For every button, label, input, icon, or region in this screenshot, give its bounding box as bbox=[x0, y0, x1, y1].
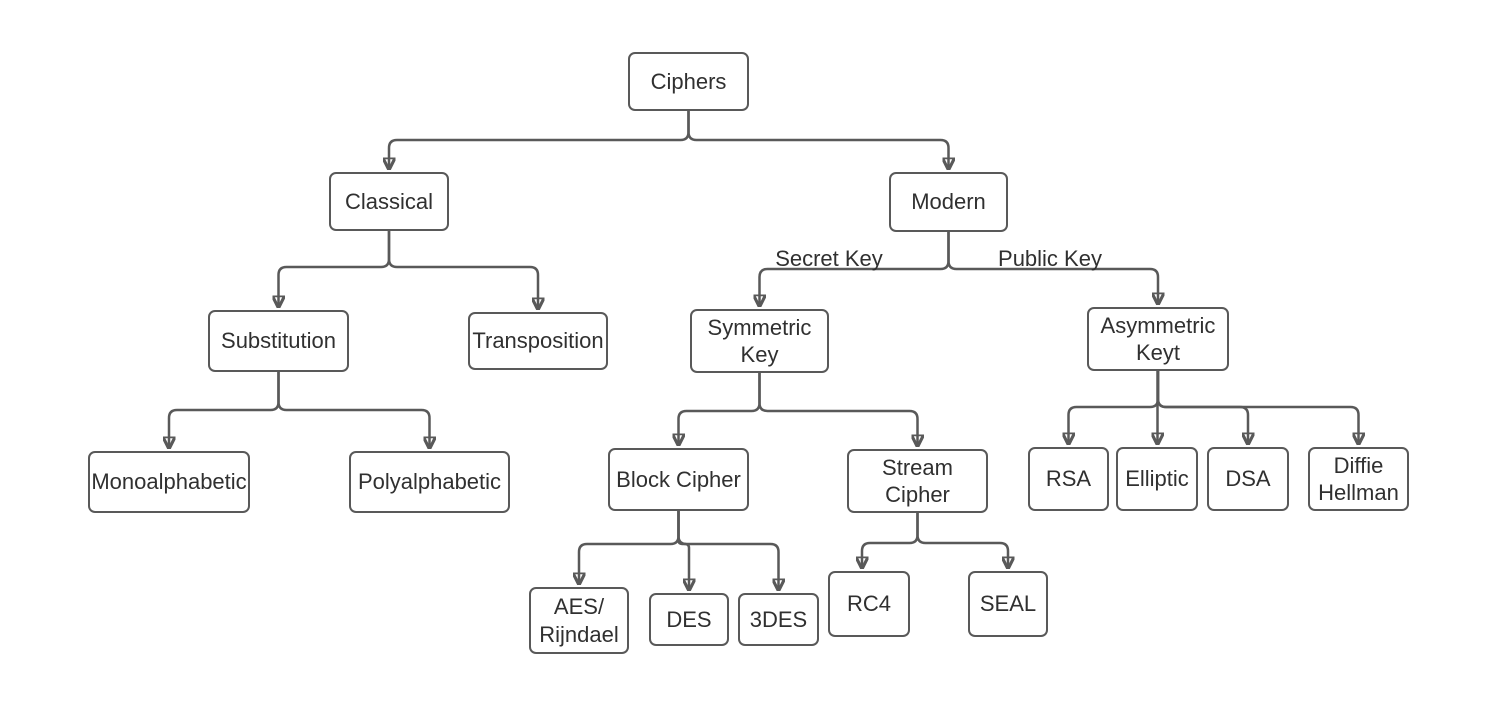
node-elliptic: Elliptic bbox=[1116, 447, 1198, 511]
node-des-label: DES bbox=[666, 606, 712, 632]
edge-classical-substitution bbox=[279, 231, 391, 305]
node-ciphers-label: Ciphers bbox=[650, 68, 727, 94]
node-diffie-hellman: Diffie Hellman bbox=[1308, 447, 1409, 511]
node-monoalphabetic: Monoalphabetic bbox=[88, 451, 250, 513]
node-stream-cipher: Stream Cipher bbox=[847, 449, 988, 513]
node-3des-label: 3DES bbox=[749, 606, 808, 632]
edge-ciphers-classical bbox=[389, 111, 690, 167]
node-rc4: RC4 bbox=[828, 571, 910, 637]
edge-label-secret-key: Secret Key bbox=[775, 246, 883, 271]
edge-symmetric-block-cipher bbox=[679, 373, 761, 443]
edge-stream-seal bbox=[916, 513, 1009, 566]
edge-substitution-monoalphabetic bbox=[169, 372, 280, 446]
node-modern-label: Modern bbox=[911, 189, 986, 215]
node-seal-label: SEAL bbox=[979, 591, 1037, 617]
edge-block-3des bbox=[677, 511, 779, 588]
edge-asymmetric-rsa bbox=[1069, 371, 1160, 442]
node-polyalphabetic: Polyalphabetic bbox=[349, 451, 510, 513]
node-dsa: DSA bbox=[1207, 447, 1289, 511]
node-substitution: Substitution bbox=[208, 310, 349, 372]
edge-block-aes-rijndael bbox=[579, 511, 680, 582]
node-asymmetric-keyt-label: Asymmetric Keyt bbox=[1100, 312, 1216, 366]
node-transposition: Transposition bbox=[468, 312, 608, 370]
node-monoalphabetic-label: Monoalphabetic bbox=[91, 469, 247, 495]
edge-ciphers-modern bbox=[687, 111, 949, 167]
node-classical-label: Classical bbox=[344, 188, 434, 214]
node-block-cipher: Block Cipher bbox=[608, 448, 749, 511]
node-seal: SEAL bbox=[968, 571, 1048, 637]
node-elliptic-label: Elliptic bbox=[1125, 466, 1189, 492]
edge-asymmetric-diffie-hellman bbox=[1156, 371, 1359, 442]
edge-modern-asymmetric-keyt bbox=[947, 232, 1159, 302]
node-aes-rijndael: AES/ Rijndael bbox=[529, 587, 629, 654]
node-diffie-hellman-label: Diffie Hellman bbox=[1318, 452, 1399, 506]
node-modern: Modern bbox=[889, 172, 1008, 232]
edge-symmetric-stream-cipher bbox=[758, 373, 918, 444]
node-rsa: RSA bbox=[1028, 447, 1109, 511]
node-des: DES bbox=[649, 593, 729, 646]
node-dsa-label: DSA bbox=[1225, 466, 1271, 492]
node-ciphers: Ciphers bbox=[628, 52, 749, 111]
node-3des: 3DES bbox=[738, 593, 819, 646]
edge-block-des bbox=[677, 511, 690, 588]
node-aes-rijndael-label: AES/ Rijndael bbox=[539, 594, 619, 647]
node-symmetric-key-label: Symmetric Key bbox=[707, 314, 812, 368]
node-substitution-label: Substitution bbox=[221, 328, 336, 354]
edge-label-public-key: Public Key bbox=[998, 246, 1102, 271]
node-classical: Classical bbox=[329, 172, 449, 231]
node-rc4-label: RC4 bbox=[846, 591, 891, 617]
node-asymmetric-keyt: Asymmetric Keyt bbox=[1087, 307, 1229, 371]
edge-classical-transposition bbox=[387, 231, 538, 307]
node-transposition-label: Transposition bbox=[472, 328, 604, 354]
edge-stream-rc4 bbox=[862, 513, 919, 566]
edge-substitution-polyalphabetic bbox=[277, 372, 430, 446]
node-rsa-label: RSA bbox=[1045, 466, 1092, 492]
node-polyalphabetic-label: Polyalphabetic bbox=[357, 469, 502, 495]
node-block-cipher-label: Block Cipher bbox=[616, 466, 741, 492]
node-stream-cipher-label: Stream Cipher bbox=[882, 454, 953, 508]
node-symmetric-key: Symmetric Key bbox=[690, 309, 829, 373]
